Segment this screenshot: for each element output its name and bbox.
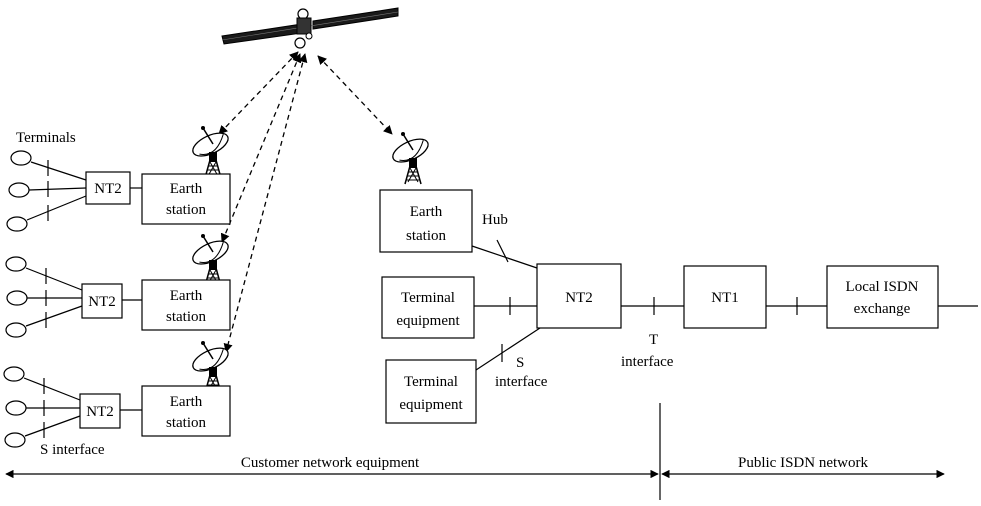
- customer-group-3: NT2 Earth station S interface: [3, 366, 231, 458]
- nt2-label: NT2: [86, 404, 114, 420]
- station-label: station: [166, 202, 206, 218]
- dish-antenna-icon: [188, 233, 233, 287]
- hub-label: Hub: [482, 212, 508, 228]
- terminal-circle-icon: [8, 182, 30, 198]
- satellite-link-hub: [317, 55, 393, 135]
- terminal-circle-icon: [5, 256, 27, 272]
- s-interface-label: S interface: [40, 442, 105, 458]
- local-isdn-exchange-box: [826, 265, 939, 329]
- dish-antenna-icon: [188, 125, 233, 179]
- nt2-label: NT2: [88, 294, 116, 310]
- satellite-icon: [221, 7, 399, 49]
- exchange-label: exchange: [854, 301, 911, 317]
- terminal-circle-icon: [3, 366, 25, 382]
- nt2-box: [81, 283, 123, 319]
- equipment-label: equipment: [399, 397, 463, 413]
- public-isdn-label: Public ISDN network: [738, 455, 868, 471]
- satellite-link-3: [223, 53, 308, 353]
- earth-label: Earth: [170, 394, 203, 410]
- station-label: station: [166, 415, 206, 431]
- dish-antenna-icon: [388, 131, 433, 185]
- t-label: T: [649, 332, 658, 348]
- customer-group-1: NT2 Earth station: [6, 150, 231, 232]
- dish-antenna-icon: [188, 340, 233, 394]
- satellite-link-2: [220, 53, 302, 243]
- terminal-label: Terminal: [401, 290, 455, 306]
- earth-station-box: [141, 385, 231, 437]
- earth-label: Earth: [170, 288, 203, 304]
- station-label: station: [166, 309, 206, 325]
- station-label: station: [406, 228, 446, 244]
- terminal-circle-icon: [10, 150, 32, 166]
- nt2-box: [79, 393, 121, 429]
- terminal-equipment-box: [381, 276, 475, 339]
- terminal-circle-icon: [5, 400, 27, 416]
- earth-label: Earth: [410, 204, 443, 220]
- terminal-circle-icon: [6, 290, 28, 306]
- earth-label: Earth: [170, 181, 203, 197]
- earth-station-box: [141, 279, 231, 331]
- s-label: S: [516, 355, 524, 371]
- terminal-circle-icon: [5, 322, 27, 338]
- satellite-link-1: [218, 51, 299, 135]
- nt2-label: NT2: [565, 290, 593, 306]
- terminals-label: Terminals: [16, 130, 76, 146]
- terminal-label: Terminal: [404, 374, 458, 390]
- equipment-label: equipment: [396, 313, 460, 329]
- customer-network-label: Customer network equipment: [241, 455, 420, 471]
- nt1-label: NT1: [711, 290, 739, 306]
- nt2-hub-box: [536, 263, 622, 329]
- hub-earth-station-box: [379, 189, 473, 253]
- nt2-label: NT2: [94, 181, 122, 197]
- earth-station-box: [141, 173, 231, 225]
- interface-label: interface: [621, 354, 674, 370]
- interface-label: interface: [495, 374, 548, 390]
- terminal-circle-icon: [6, 216, 28, 232]
- local-isdn-label: Local ISDN: [846, 279, 919, 295]
- nt1-box: [683, 265, 767, 329]
- terminal-equipment-box: [385, 359, 477, 424]
- terminal-circle-icon: [4, 432, 26, 448]
- customer-group-2: NT2 Earth station: [5, 256, 231, 338]
